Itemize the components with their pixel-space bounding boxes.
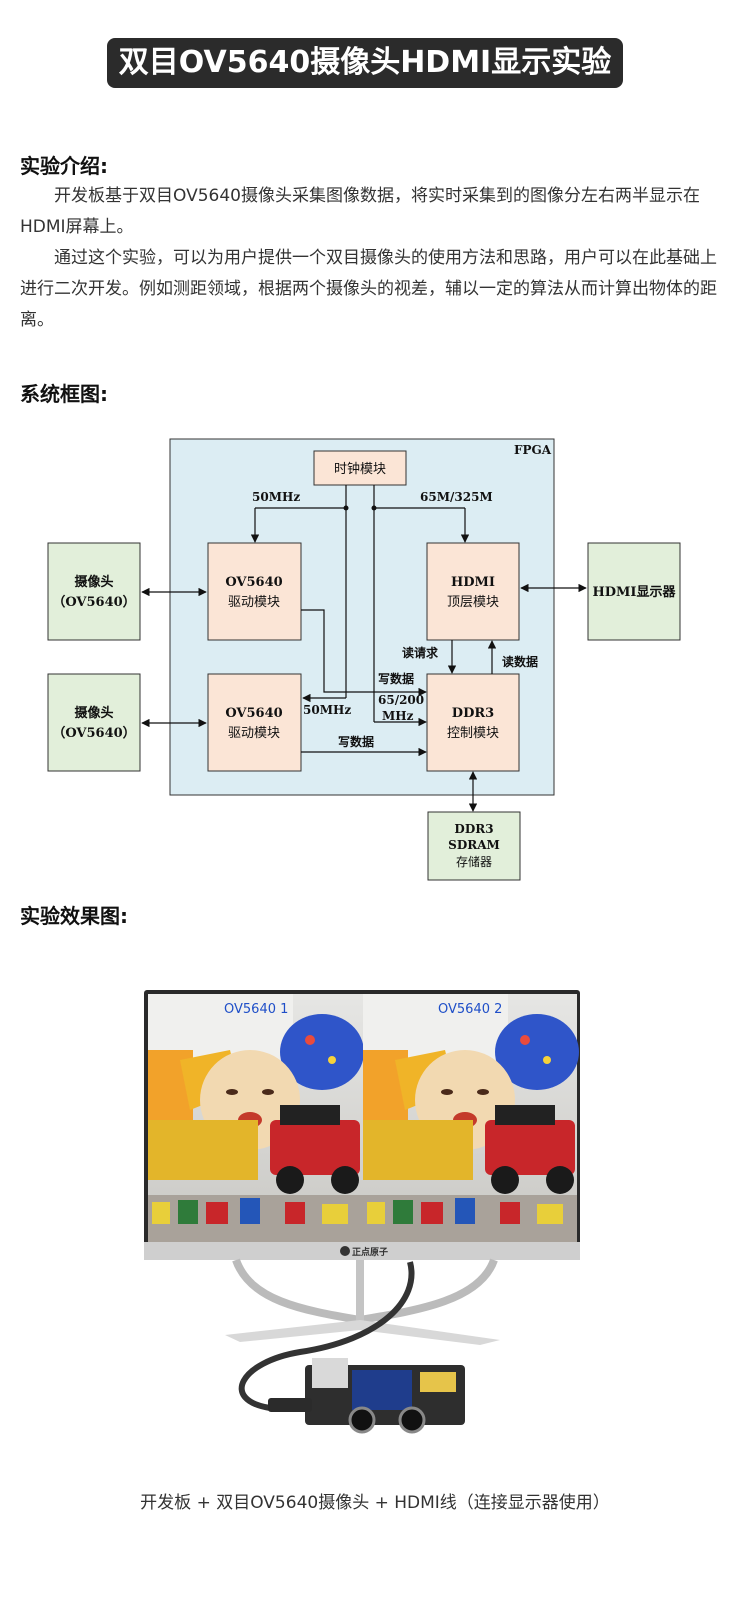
clock-module [313, 450, 407, 486]
hdmi-top-box [426, 542, 520, 641]
junction-left [343, 505, 349, 511]
result-heading: 实验效果图: [20, 904, 128, 928]
driver-2-sub: 驱动模块 [228, 726, 280, 741]
monitor-chin [144, 1242, 580, 1260]
camera-2-label: 摄像头 [74, 705, 113, 721]
junction-right [371, 505, 377, 511]
read-request-label: 读请求 [402, 645, 439, 660]
ddr3-sdram-label: DDR3 [454, 822, 493, 836]
clock-module-label: 时钟模块 [334, 461, 386, 477]
screen-left [148, 994, 364, 1242]
screen-label-right: OV5640 2 [438, 1002, 502, 1017]
read-data-label: 读数据 [502, 654, 538, 669]
freq-65-200-unit: MHz [382, 709, 414, 723]
hdmi-display-box [587, 542, 681, 641]
ddr3-sdram-sub: 存储器 [456, 854, 492, 869]
ddr3-control-sub: 控制模块 [447, 726, 499, 741]
screen-right [363, 994, 579, 1242]
intro-paragraph-2-text: 通过这个实验，可以为用户提供一个双目摄像头的使用方法和思路，用户可以在此基础上进… [20, 248, 717, 330]
monitor-brand: 正点原子 [352, 1246, 388, 1258]
page-title: 双目OV5640摄像头HDMI显示实验 [107, 38, 623, 88]
camera-2-box [47, 673, 141, 772]
system-block-diagram: FPGA 时钟模块 摄像头 （OV5640） 摄像头 （OV5640） OV56… [47, 438, 681, 881]
brand-logo-icon [340, 1246, 350, 1256]
camera-1-label: 摄像头 [74, 574, 113, 590]
driver-1-sub: 驱动模块 [228, 595, 280, 610]
photo-caption: 开发板 + 双目OV5640摄像头 + HDMI线（连接显示器使用） [140, 1493, 610, 1513]
intro-paragraph-1: 开发板基于双目OV5640摄像头采集图像数据，将实时采集到的图像分左右两半显示在… [20, 181, 720, 243]
freq-65-200-label: 65/200 [378, 693, 424, 707]
intro-paragraph-2: 通过这个实验，可以为用户提供一个双目摄像头的使用方法和思路，用户可以在此基础上进… [20, 243, 720, 336]
screen-label-left: OV5640 1 [224, 1002, 288, 1017]
write-data-bottom-label: 写数据 [338, 734, 374, 749]
hdmi-top-label: HDMI [451, 575, 495, 590]
fpga-label: FPGA [514, 443, 552, 457]
hdmi-display-label: HDMI显示器 [592, 585, 676, 600]
dev-board [268, 1358, 465, 1434]
result-photo: OV5640 1 OV5640 2 正点原子 [144, 990, 580, 1434]
driver-2-box [207, 673, 302, 772]
ddr3-control-label: DDR3 [452, 706, 494, 721]
ddr3-sdram-box [427, 811, 521, 881]
camera-1-model: （OV5640） [52, 594, 135, 610]
driver-2-label: OV5640 [225, 706, 282, 721]
monitor-stand [232, 1258, 498, 1325]
ddr3-sdram-type: SDRAM [448, 838, 500, 852]
diagram-heading: 系统框图: [20, 382, 108, 406]
driver1-write-path [301, 609, 427, 697]
camera-1-box [47, 542, 141, 641]
freq-left-label: 50MHz [252, 490, 300, 504]
freq-right-label: 65M/325M [420, 490, 493, 504]
hdmi-top-sub: 顶层模块 [447, 595, 499, 610]
camera-2-model: （OV5640） [52, 725, 135, 741]
driver-1-box [207, 542, 302, 641]
intro-heading: 实验介绍: [20, 154, 108, 178]
write-data-top-label: 写数据 [378, 671, 414, 686]
freq-50-mid-label: 50MHz [303, 703, 351, 717]
intro-paragraph-1-text: 开发板基于双目OV5640摄像头采集图像数据，将实时采集到的图像分左右两半显示在… [20, 186, 700, 237]
driver-1-label: OV5640 [225, 575, 282, 590]
ddr3-control-box [426, 673, 520, 772]
hdmi-cable [238, 1261, 415, 1411]
